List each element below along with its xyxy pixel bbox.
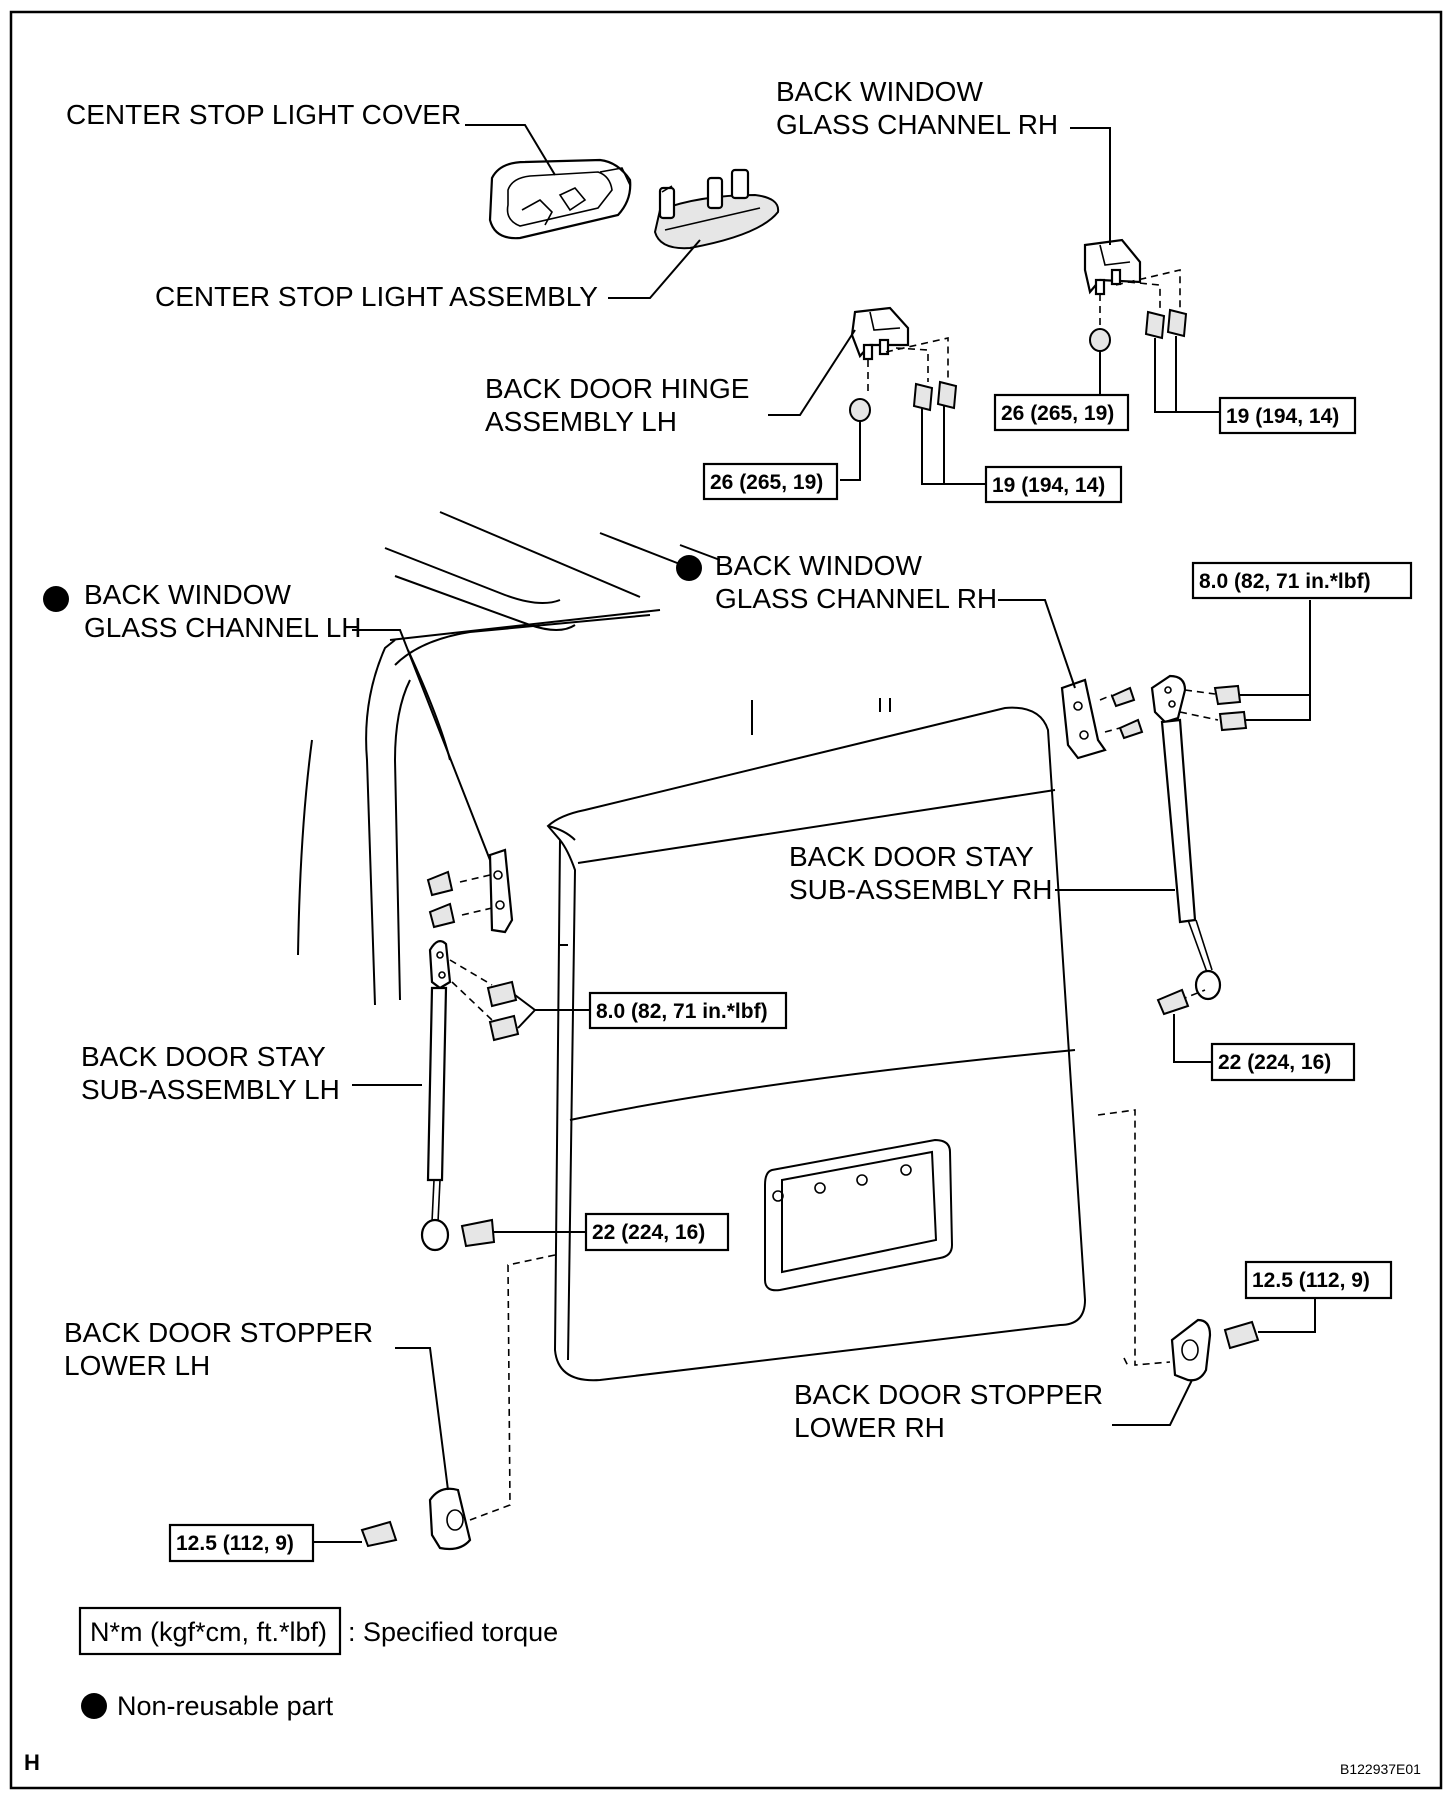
stay-ball-stud-lh — [460, 1218, 496, 1248]
torque-box-stopper-rh: 12.5 (112, 9) — [1244, 1260, 1393, 1300]
stopper-bolt-lh — [360, 1520, 398, 1548]
leader-lines — [312, 124, 1316, 1543]
back-window-glass-channel-lh — [426, 848, 514, 934]
label-glass-channel-lh-line2: GLASS CHANNEL LH — [84, 612, 362, 643]
torque-box-hinge-nut-lh: 26 (265, 19) — [702, 462, 839, 501]
torque-box-stay-lower-rh: 22 (224, 16) — [1210, 1042, 1356, 1082]
clip-lh-1 — [426, 870, 454, 897]
torque-box-stay-upper-lh: 8.0 (82, 71 in.*lbf) — [588, 991, 788, 1030]
svg-text:8.0 (82, 71 in.*lbf): 8.0 (82, 71 in.*lbf) — [596, 1000, 768, 1023]
svg-text:8.0 (82, 71 in.*lbf): 8.0 (82, 71 in.*lbf) — [1199, 570, 1371, 593]
label-stopper-rh-line2: LOWER RH — [794, 1412, 945, 1443]
label-stopper-lh-line2: LOWER LH — [64, 1350, 210, 1381]
torque-box-hinge-bolt-lh: 19 (194, 14) — [984, 465, 1123, 504]
stay-ball-stud-rh — [1156, 988, 1190, 1016]
hinge-bolt-rh-1 — [1144, 310, 1166, 340]
hinge-nut-rh — [1089, 328, 1111, 352]
legend-torque: N*m (kgf*cm, ft.*lbf) : Specified torque — [78, 1606, 558, 1656]
stay-bolt-lh-2 — [488, 1014, 520, 1042]
hinge-bolt-rh-2 — [1166, 308, 1188, 338]
torque-box-hinge-nut-rh: 26 (265, 19) — [993, 393, 1130, 432]
back-door-stopper-lower-rh — [1097, 1109, 1260, 1382]
label-glass-channel-rh-top-line1: BACK WINDOW — [776, 76, 983, 107]
label-glass-channel-lh-line1: BACK WINDOW — [84, 579, 291, 610]
label-center-stop-light-assembly: CENTER STOP LIGHT ASSEMBLY — [155, 281, 598, 312]
stopper-bolt-rh — [1223, 1320, 1260, 1350]
legend-torque-text: : Specified torque — [348, 1617, 558, 1647]
label-glass-channel-rh-line2: GLASS CHANNEL RH — [715, 583, 997, 614]
label-stopper-rh-line1: BACK DOOR STOPPER — [794, 1379, 1103, 1410]
stay-bolt-rh-2 — [1218, 710, 1248, 732]
svg-text:26 (265, 19): 26 (265, 19) — [1001, 402, 1114, 425]
svg-text:19 (194, 14): 19 (194, 14) — [1226, 405, 1339, 428]
clip-rh-2 — [1118, 718, 1144, 740]
nonreusable-dot-lh-channel — [43, 586, 69, 612]
legend-nonreusable-text: Non-reusable part — [117, 1691, 334, 1721]
torque-box-stay-lower-lh: 22 (224, 16) — [584, 1212, 730, 1252]
back-window-glass-channel-rh — [1060, 678, 1144, 760]
svg-text:22 (224, 16): 22 (224, 16) — [1218, 1051, 1331, 1074]
back-door-hinge-rh — [1083, 238, 1188, 352]
label-stay-lh-line1: BACK DOOR STAY — [81, 1041, 326, 1072]
label-stay-rh-line2: SUB-ASSEMBLY RH — [789, 874, 1052, 905]
hinge-nut-lh — [849, 398, 871, 422]
legend-torque-box-text: N*m (kgf*cm, ft.*lbf) — [90, 1617, 327, 1647]
back-door-stay-lh — [420, 940, 520, 1252]
nonreusable-dot-legend — [81, 1693, 107, 1719]
hinge-bolt-lh-1 — [912, 382, 934, 412]
label-hinge-lh-line1: BACK DOOR HINGE — [485, 373, 749, 404]
back-door-stay-rh — [1150, 674, 1248, 1016]
center-stop-light-cover — [488, 158, 632, 240]
label-stay-lh-line2: SUB-ASSEMBLY LH — [81, 1074, 340, 1105]
svg-text:22 (224, 16): 22 (224, 16) — [592, 1221, 705, 1244]
back-door-panel — [546, 706, 1087, 1382]
back-door-stopper-lower-lh — [360, 1254, 556, 1551]
torque-box-stay-upper-rh: 8.0 (82, 71 in.*lbf) — [1191, 561, 1413, 600]
label-hinge-lh-line2: ASSEMBLY LH — [485, 406, 677, 437]
clip-rh-1 — [1110, 686, 1136, 708]
label-center-stop-light-cover: CENTER STOP LIGHT COVER — [66, 99, 461, 130]
svg-text:12.5 (112, 9): 12.5 (112, 9) — [1252, 1269, 1370, 1292]
label-stopper-lh-line1: BACK DOOR STOPPER — [64, 1317, 373, 1348]
svg-text:19 (194, 14): 19 (194, 14) — [992, 474, 1105, 497]
label-glass-channel-rh-line1: BACK WINDOW — [715, 550, 922, 581]
diagram-frame — [9, 10, 1443, 1790]
label-glass-channel-rh-top-line2: GLASS CHANNEL RH — [776, 109, 1058, 140]
figure-code: B122937E01 — [1340, 1761, 1421, 1777]
svg-text:12.5 (112, 9): 12.5 (112, 9) — [176, 1532, 294, 1555]
stay-bolt-rh-1 — [1213, 684, 1242, 706]
torque-box-stopper-lh: 12.5 (112, 9) — [168, 1523, 315, 1563]
back-door-hinge-lh — [849, 306, 958, 422]
label-stay-rh-line1: BACK DOOR STAY — [789, 841, 1034, 872]
stay-bolt-lh-1 — [486, 980, 518, 1008]
clip-lh-2 — [428, 902, 456, 929]
svg-text:26 (265, 19): 26 (265, 19) — [710, 471, 823, 494]
legend-nonreusable: Non-reusable part — [81, 1691, 334, 1721]
corner-letter: H — [24, 1750, 40, 1775]
torque-box-hinge-bolt-rh: 19 (194, 14) — [1218, 396, 1357, 435]
hinge-bolt-lh-2 — [936, 380, 958, 410]
nonreusable-dot-rh-channel — [676, 555, 702, 581]
center-stop-light-assembly — [653, 168, 780, 250]
